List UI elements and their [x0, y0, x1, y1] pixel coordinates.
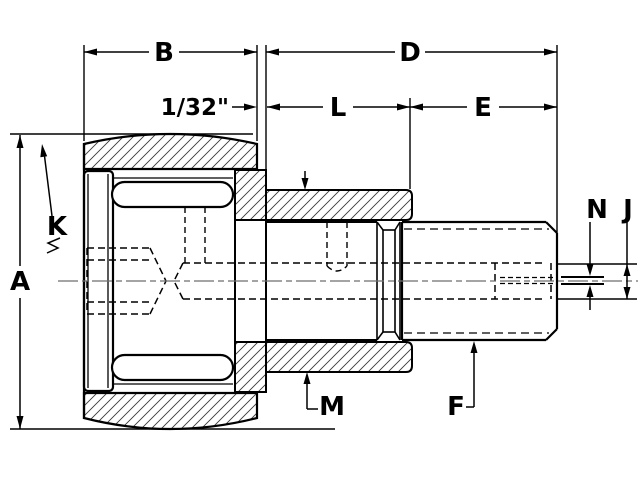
- hex-cone-bottom: [149, 280, 167, 315]
- label-flange-projection: 1/32": [161, 95, 229, 121]
- stud-pilot: [266, 221, 377, 341]
- flange-and-collar: [234, 169, 413, 393]
- label-N: N: [586, 195, 608, 225]
- extension-lines: [10, 45, 637, 430]
- outer-ring-top-section: [82, 132, 259, 171]
- label-D: D: [399, 38, 421, 68]
- label-A: A: [10, 267, 30, 297]
- label-J: J: [621, 195, 633, 225]
- label-F: F: [447, 392, 465, 422]
- dimension-j: [623, 222, 631, 299]
- threaded-section: [400, 220, 559, 342]
- label-K: K: [47, 212, 68, 242]
- dimension-d: [266, 48, 557, 56]
- arrowhead: [16, 135, 24, 148]
- crown-squiggle: [46, 237, 61, 254]
- end-hole-hidden: [500, 276, 556, 285]
- end-chamfer-top: [545, 221, 558, 234]
- radial-lube-holes-hidden: [184, 207, 348, 272]
- dimension-b: [84, 48, 257, 56]
- needle-rollers: [110, 180, 235, 382]
- arrowhead: [16, 416, 24, 429]
- label-E: E: [474, 93, 492, 123]
- arrowhead: [40, 144, 48, 158]
- drill-point-arc: [326, 265, 348, 272]
- dimension-e: [410, 103, 557, 111]
- dimension-n: [586, 222, 594, 310]
- label-B: B: [154, 38, 174, 68]
- outer-ring: [82, 132, 259, 431]
- dimension-l: [267, 103, 410, 111]
- roller-bottom: [110, 353, 235, 382]
- label-M: M: [319, 392, 345, 422]
- outer-ring-bottom-section: [82, 391, 259, 431]
- label-L: L: [330, 93, 347, 123]
- hex-cone-top: [149, 247, 167, 282]
- collar-bottom-section: [234, 341, 413, 393]
- leader-m: [301, 171, 318, 410]
- dimension-flange-projection: [232, 103, 257, 111]
- ring-detail-lines: [113, 177, 233, 385]
- dimension-a: [16, 135, 24, 429]
- roller-top: [110, 180, 235, 209]
- leader-k: [40, 144, 61, 254]
- leader-f: [466, 341, 478, 408]
- thread-root-lines: [404, 228, 549, 334]
- collar-top-section: [234, 169, 413, 221]
- end-chamfer-bottom: [545, 328, 558, 341]
